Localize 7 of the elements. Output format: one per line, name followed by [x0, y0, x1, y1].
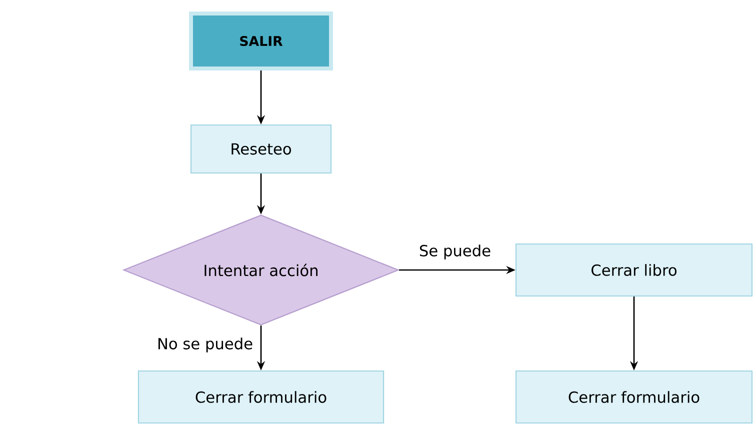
start-box: SALIR [189, 12, 333, 70]
process-box: Cerrar formulario [515, 370, 753, 424]
process-box: Reseteo [190, 124, 332, 174]
edge-label: Se puede [418, 243, 492, 261]
process-box: Cerrar formulario [138, 370, 384, 424]
edge-label: No se puede [156, 336, 254, 354]
process-box: Cerrar libro [515, 243, 753, 297]
